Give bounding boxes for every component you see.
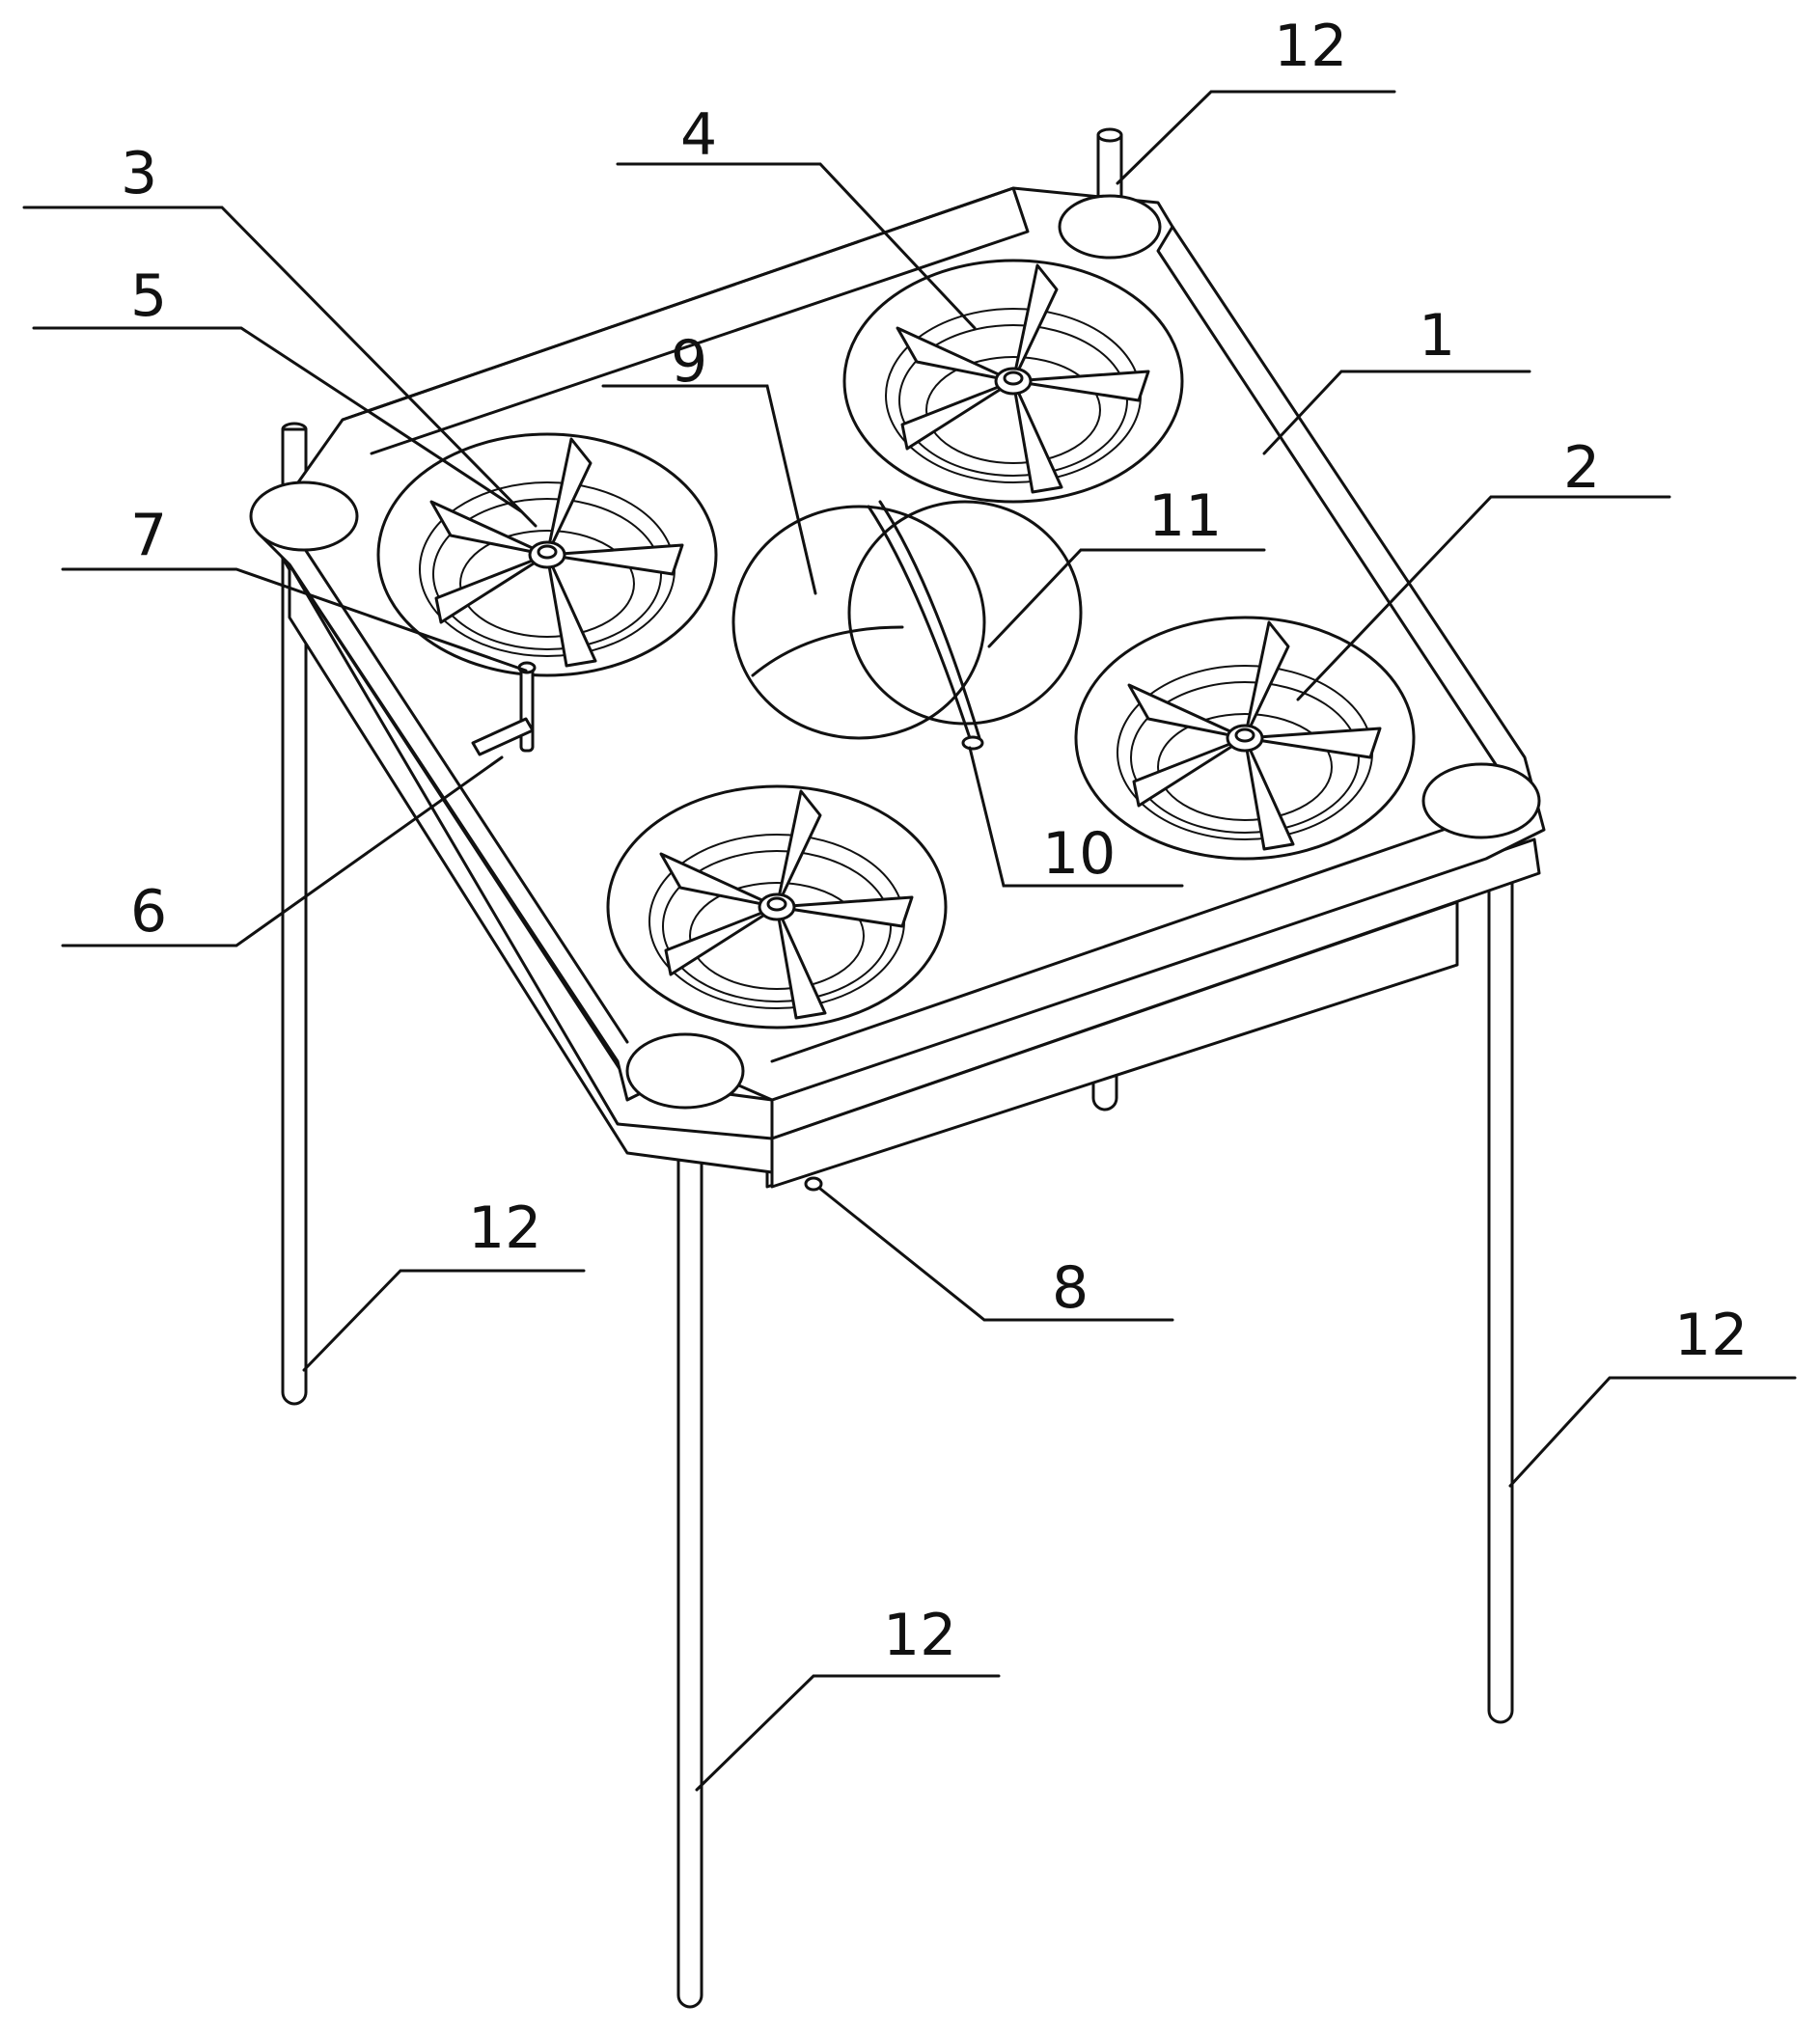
callout-4: 4 [680, 101, 717, 169]
callout-3: 3 [121, 140, 157, 207]
callout-11: 11 [1148, 482, 1222, 550]
callout-12-left: 12 [468, 1194, 541, 1262]
callout-labels: 12 4 3 5 1 9 7 11 2 10 6 12 8 12 12 [121, 13, 1748, 1669]
callout-8: 8 [1052, 1254, 1089, 1322]
callout-12-bottom: 12 [883, 1602, 956, 1669]
callout-12-right: 12 [1674, 1302, 1748, 1369]
callout-1: 1 [1419, 302, 1455, 370]
corner-bosses [249, 194, 1541, 1110]
drain-valve [471, 661, 537, 756]
callout-6: 6 [130, 878, 167, 946]
leg-front [676, 1029, 703, 2009]
central-chamber [731, 500, 1083, 751]
callout-10: 10 [1042, 820, 1116, 888]
callout-7: 7 [130, 502, 167, 569]
outlet-port [804, 1176, 823, 1192]
callout-2: 2 [1563, 434, 1600, 502]
callout-12-top: 12 [1274, 13, 1347, 80]
leader-lines [22, 90, 1797, 1792]
callout-9: 9 [671, 328, 707, 396]
callout-5: 5 [130, 262, 167, 330]
